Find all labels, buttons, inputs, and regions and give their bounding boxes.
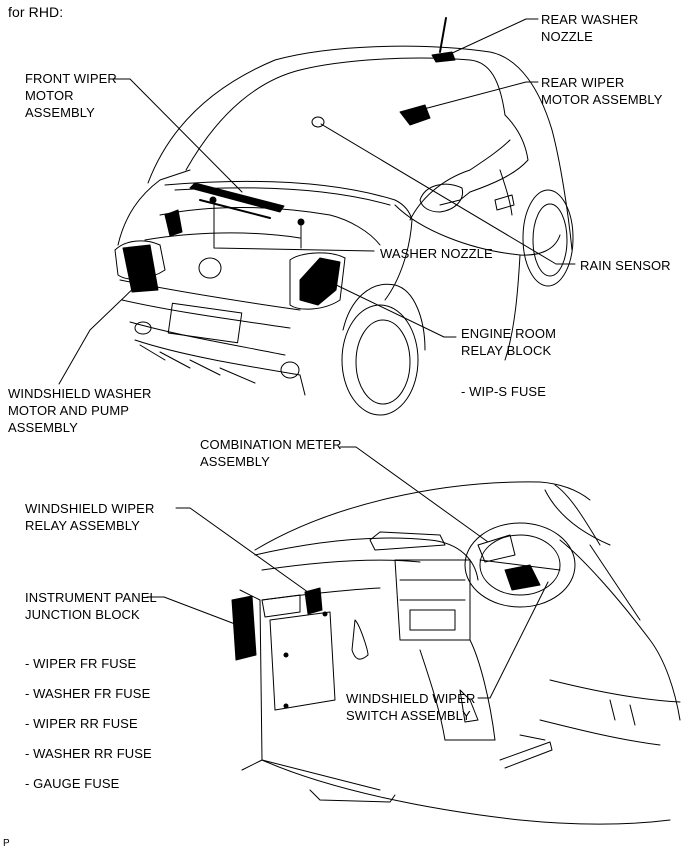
label-line: RELAY BLOCK [461, 343, 552, 358]
car-illustration [115, 18, 573, 415]
label-line: REAR WASHER [541, 12, 639, 27]
label-line: JUNCTION BLOCK [25, 607, 140, 622]
fuse-list: - WIPER FR FUSE - WASHER FR FUSE - WIPER… [25, 649, 152, 799]
label-washer-nozzle: WASHER NOZZLE [380, 246, 493, 261]
fuse-item: - WASHER RR FUSE [25, 746, 152, 761]
leader-lines [59, 19, 575, 698]
label-front-wiper-motor: FRONT WIPER MOTOR ASSEMBLY [25, 70, 117, 121]
fuse-item: - GAUGE FUSE [25, 776, 120, 791]
label-line: MOTOR [25, 88, 74, 103]
label-line: WINDSHIELD WIPER [25, 501, 155, 516]
label-rear-wiper-motor: REAR WIPER MOTOR ASSEMBLY [541, 74, 663, 108]
label-rain-sensor: RAIN SENSOR [580, 258, 671, 273]
variant-title: for RHD: [8, 4, 64, 20]
label-line: NOZZLE [541, 29, 593, 44]
label-engine-room-relay-block: ENGINE ROOM RELAY BLOCK [461, 325, 556, 359]
fuse-item: - WIPER RR FUSE [25, 716, 138, 731]
label-line: RELAY ASSEMBLY [25, 518, 140, 533]
label-line: MOTOR ASSEMBLY [541, 92, 663, 107]
label-instrument-panel-junction-block: INSTRUMENT PANEL JUNCTION BLOCK [25, 589, 157, 623]
footer-code: P [3, 838, 10, 849]
label-windshield-washer-motor: WINDSHIELD WASHER MOTOR AND PUMP ASSEMBL… [8, 385, 152, 436]
label-line: FRONT WIPER [25, 71, 117, 86]
label-line: INSTRUMENT PANEL [25, 590, 157, 605]
label-line: REAR WIPER [541, 75, 625, 90]
label-line: COMBINATION METER [200, 437, 342, 452]
label-line: MOTOR AND PUMP [8, 403, 130, 418]
label-line: SWITCH ASSEMBLY [346, 708, 471, 723]
label-line: WINDSHIELD WIPER [346, 691, 476, 706]
label-line: ASSEMBLY [8, 420, 78, 435]
label-wip-s-fuse: - WIP-S FUSE [461, 384, 546, 399]
label-line: ASSEMBLY [25, 105, 95, 120]
fuse-item: - WASHER FR FUSE [25, 686, 151, 701]
dashboard-illustration [232, 482, 680, 824]
label-rear-washer-nozzle: REAR WASHER NOZZLE [541, 11, 638, 45]
label-combination-meter: COMBINATION METER ASSEMBLY [200, 436, 342, 470]
label-line: ASSEMBLY [200, 454, 270, 469]
label-windshield-wiper-relay: WINDSHIELD WIPER RELAY ASSEMBLY [25, 500, 154, 534]
label-windshield-wiper-switch: WINDSHIELD WIPER SWITCH ASSEMBLY [346, 690, 475, 724]
label-line: ENGINE ROOM [461, 326, 556, 341]
fuse-item: - WIPER FR FUSE [25, 656, 137, 671]
label-line: WINDSHIELD WASHER [8, 386, 152, 401]
